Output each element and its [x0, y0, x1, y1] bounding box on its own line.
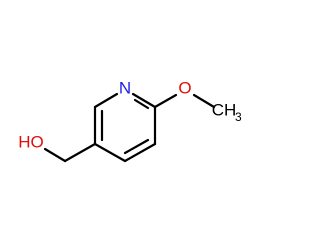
bond-o-ch3	[192, 93, 216, 109]
double-bond-n1-c2	[133, 98, 150, 110]
methyl-label: CH	[212, 100, 237, 119]
bond-c4-ch2	[63, 142, 97, 163]
bond-c2-o	[153, 93, 178, 109]
hydroxyl-label: HO	[18, 132, 44, 151]
bond-ch2-oh	[43, 147, 67, 163]
methyl-subscript: 3	[235, 110, 242, 124]
bond-c6-c4	[93, 142, 127, 163]
bond-c3-n1	[93, 92, 119, 109]
bond-c1-c6	[123, 142, 157, 163]
nitrogen-atom-label: N	[119, 78, 131, 97]
double-bond-c1-c6	[123, 138, 150, 155]
methoxy-oxygen-label: O	[178, 78, 191, 97]
molecule-diagram: N O HO CH 3	[18, 78, 242, 163]
bond-n1-c2	[131, 92, 157, 109]
structure-svg: N O HO CH 3	[18, 78, 242, 163]
